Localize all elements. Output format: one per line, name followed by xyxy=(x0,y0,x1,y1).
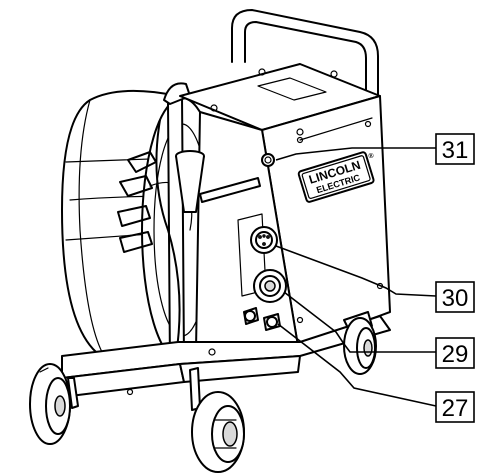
rear-wheel xyxy=(343,311,377,375)
remote-connector xyxy=(261,153,275,167)
leader-27 xyxy=(277,323,437,407)
leader-31 xyxy=(275,147,436,161)
front-right-wheel xyxy=(191,391,245,473)
logo-registered: ® xyxy=(367,151,375,160)
rear-handle xyxy=(231,9,379,113)
gas-hose xyxy=(155,119,181,357)
callout-29: 29 xyxy=(435,337,475,369)
leader-30 xyxy=(275,245,437,297)
leader-29 xyxy=(283,291,436,353)
control-cable-connector xyxy=(250,226,278,254)
callout-29-label: 29 xyxy=(442,341,469,368)
callout-31: 31 xyxy=(435,133,475,165)
callout-31-label: 31 xyxy=(442,137,469,164)
callout-30-label: 30 xyxy=(442,285,469,312)
coolant-fittings xyxy=(243,307,281,331)
callout-27: 27 xyxy=(435,391,475,423)
callout-27-label: 27 xyxy=(442,395,469,422)
gun-holder xyxy=(175,150,261,213)
callout-30: 30 xyxy=(435,281,475,313)
cart-frame xyxy=(61,315,391,411)
gun-connector xyxy=(253,269,287,303)
front-left-wheel xyxy=(29,363,71,445)
